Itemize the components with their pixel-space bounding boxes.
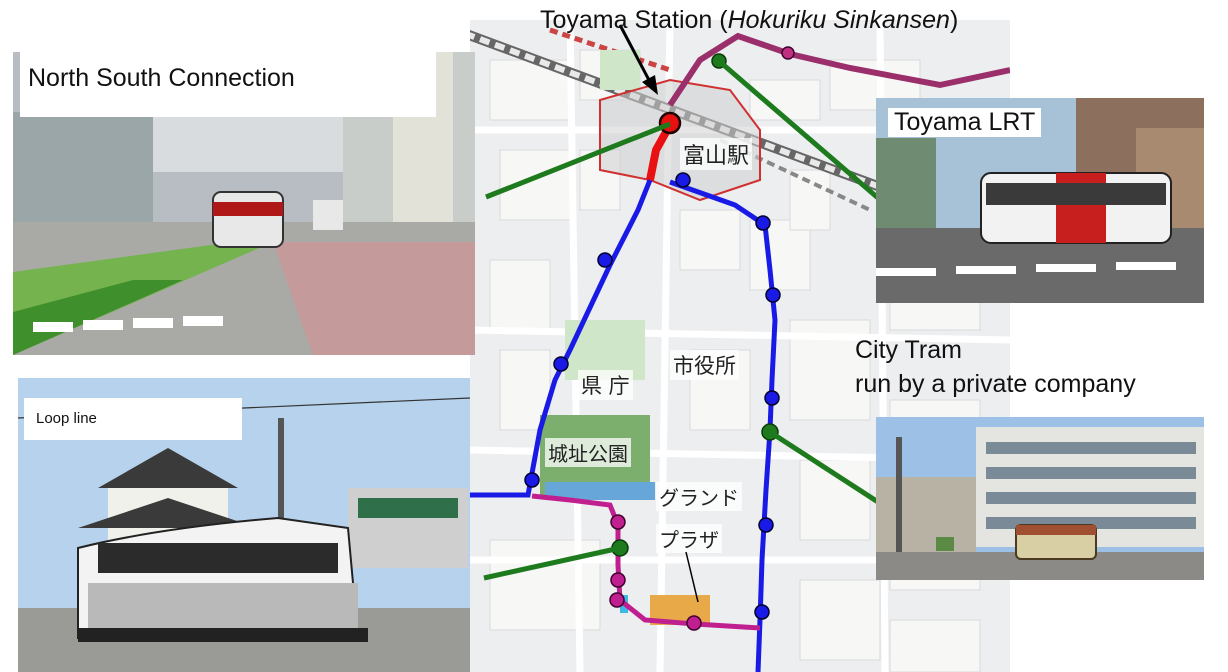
- caption-city-tram-title: City Tram: [855, 336, 962, 364]
- caption-city-tram: City Tram run by a private company: [855, 333, 1136, 401]
- station-title-line: Hokuriku Sinkansen: [727, 6, 950, 34]
- station-title-name: Toyama Station (: [540, 6, 728, 34]
- caption-toyama-lrt: Toyama LRT: [888, 108, 1042, 137]
- map-label-castle-park: 城址公園: [545, 438, 631, 467]
- city-tram-photo: [876, 417, 1204, 580]
- station-title-close: ): [949, 6, 959, 34]
- station-title: Toyama Station (Hokuriku Sinkansen): [540, 6, 958, 35]
- caption-north-south: North South Connection: [20, 50, 436, 117]
- map-label-grand: グランド: [656, 482, 742, 511]
- map-label-station: 富山駅: [680, 138, 753, 170]
- caption-loop-line: Loop line: [24, 398, 242, 440]
- loop-line-photo: [18, 378, 470, 672]
- map-label-city-hall: 市役所: [670, 350, 739, 380]
- station-marker: [658, 111, 682, 135]
- station-arrow: [618, 24, 658, 95]
- map-label-prefecture: 県 庁: [578, 370, 633, 400]
- city-tram-route-east: [669, 179, 778, 672]
- caption-city-tram-subtitle: run by a private company: [855, 370, 1136, 398]
- city-tram-stops: [524, 172, 781, 620]
- map-label-plaza: プラザ: [656, 524, 722, 553]
